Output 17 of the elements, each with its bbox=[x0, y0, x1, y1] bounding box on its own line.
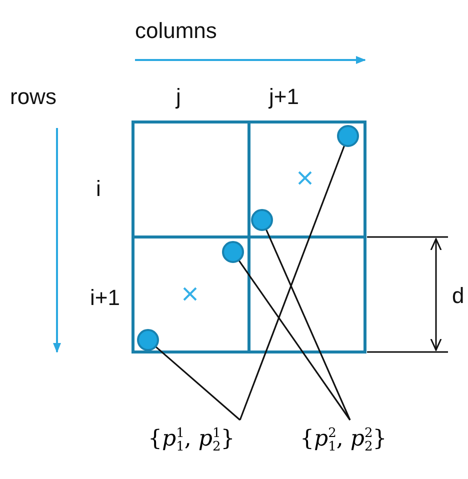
leader-line bbox=[239, 145, 346, 420]
axis-label: columns bbox=[135, 20, 217, 42]
grid-index-label: i+1 bbox=[90, 287, 120, 309]
grid-index-label: j bbox=[176, 86, 181, 108]
grid-index-label: j+1 bbox=[269, 86, 299, 108]
dimension-label: d bbox=[452, 285, 464, 307]
point-set-label: {p$^{2}$$_{1}$, p$^{2}$$_{2}$} bbox=[300, 426, 387, 456]
leader-line bbox=[265, 228, 351, 420]
leader-line bbox=[238, 260, 351, 420]
axis-label: rows bbox=[10, 86, 56, 108]
point-set-label: {p$^{1}$$_{1}$, p$^{1}$$_{2}$} bbox=[148, 426, 235, 456]
data-point bbox=[137, 329, 159, 351]
data-point bbox=[337, 125, 359, 147]
data-point bbox=[251, 209, 273, 231]
grid-index-label: i bbox=[96, 178, 101, 200]
data-point bbox=[222, 241, 244, 263]
leader-line bbox=[155, 346, 241, 421]
